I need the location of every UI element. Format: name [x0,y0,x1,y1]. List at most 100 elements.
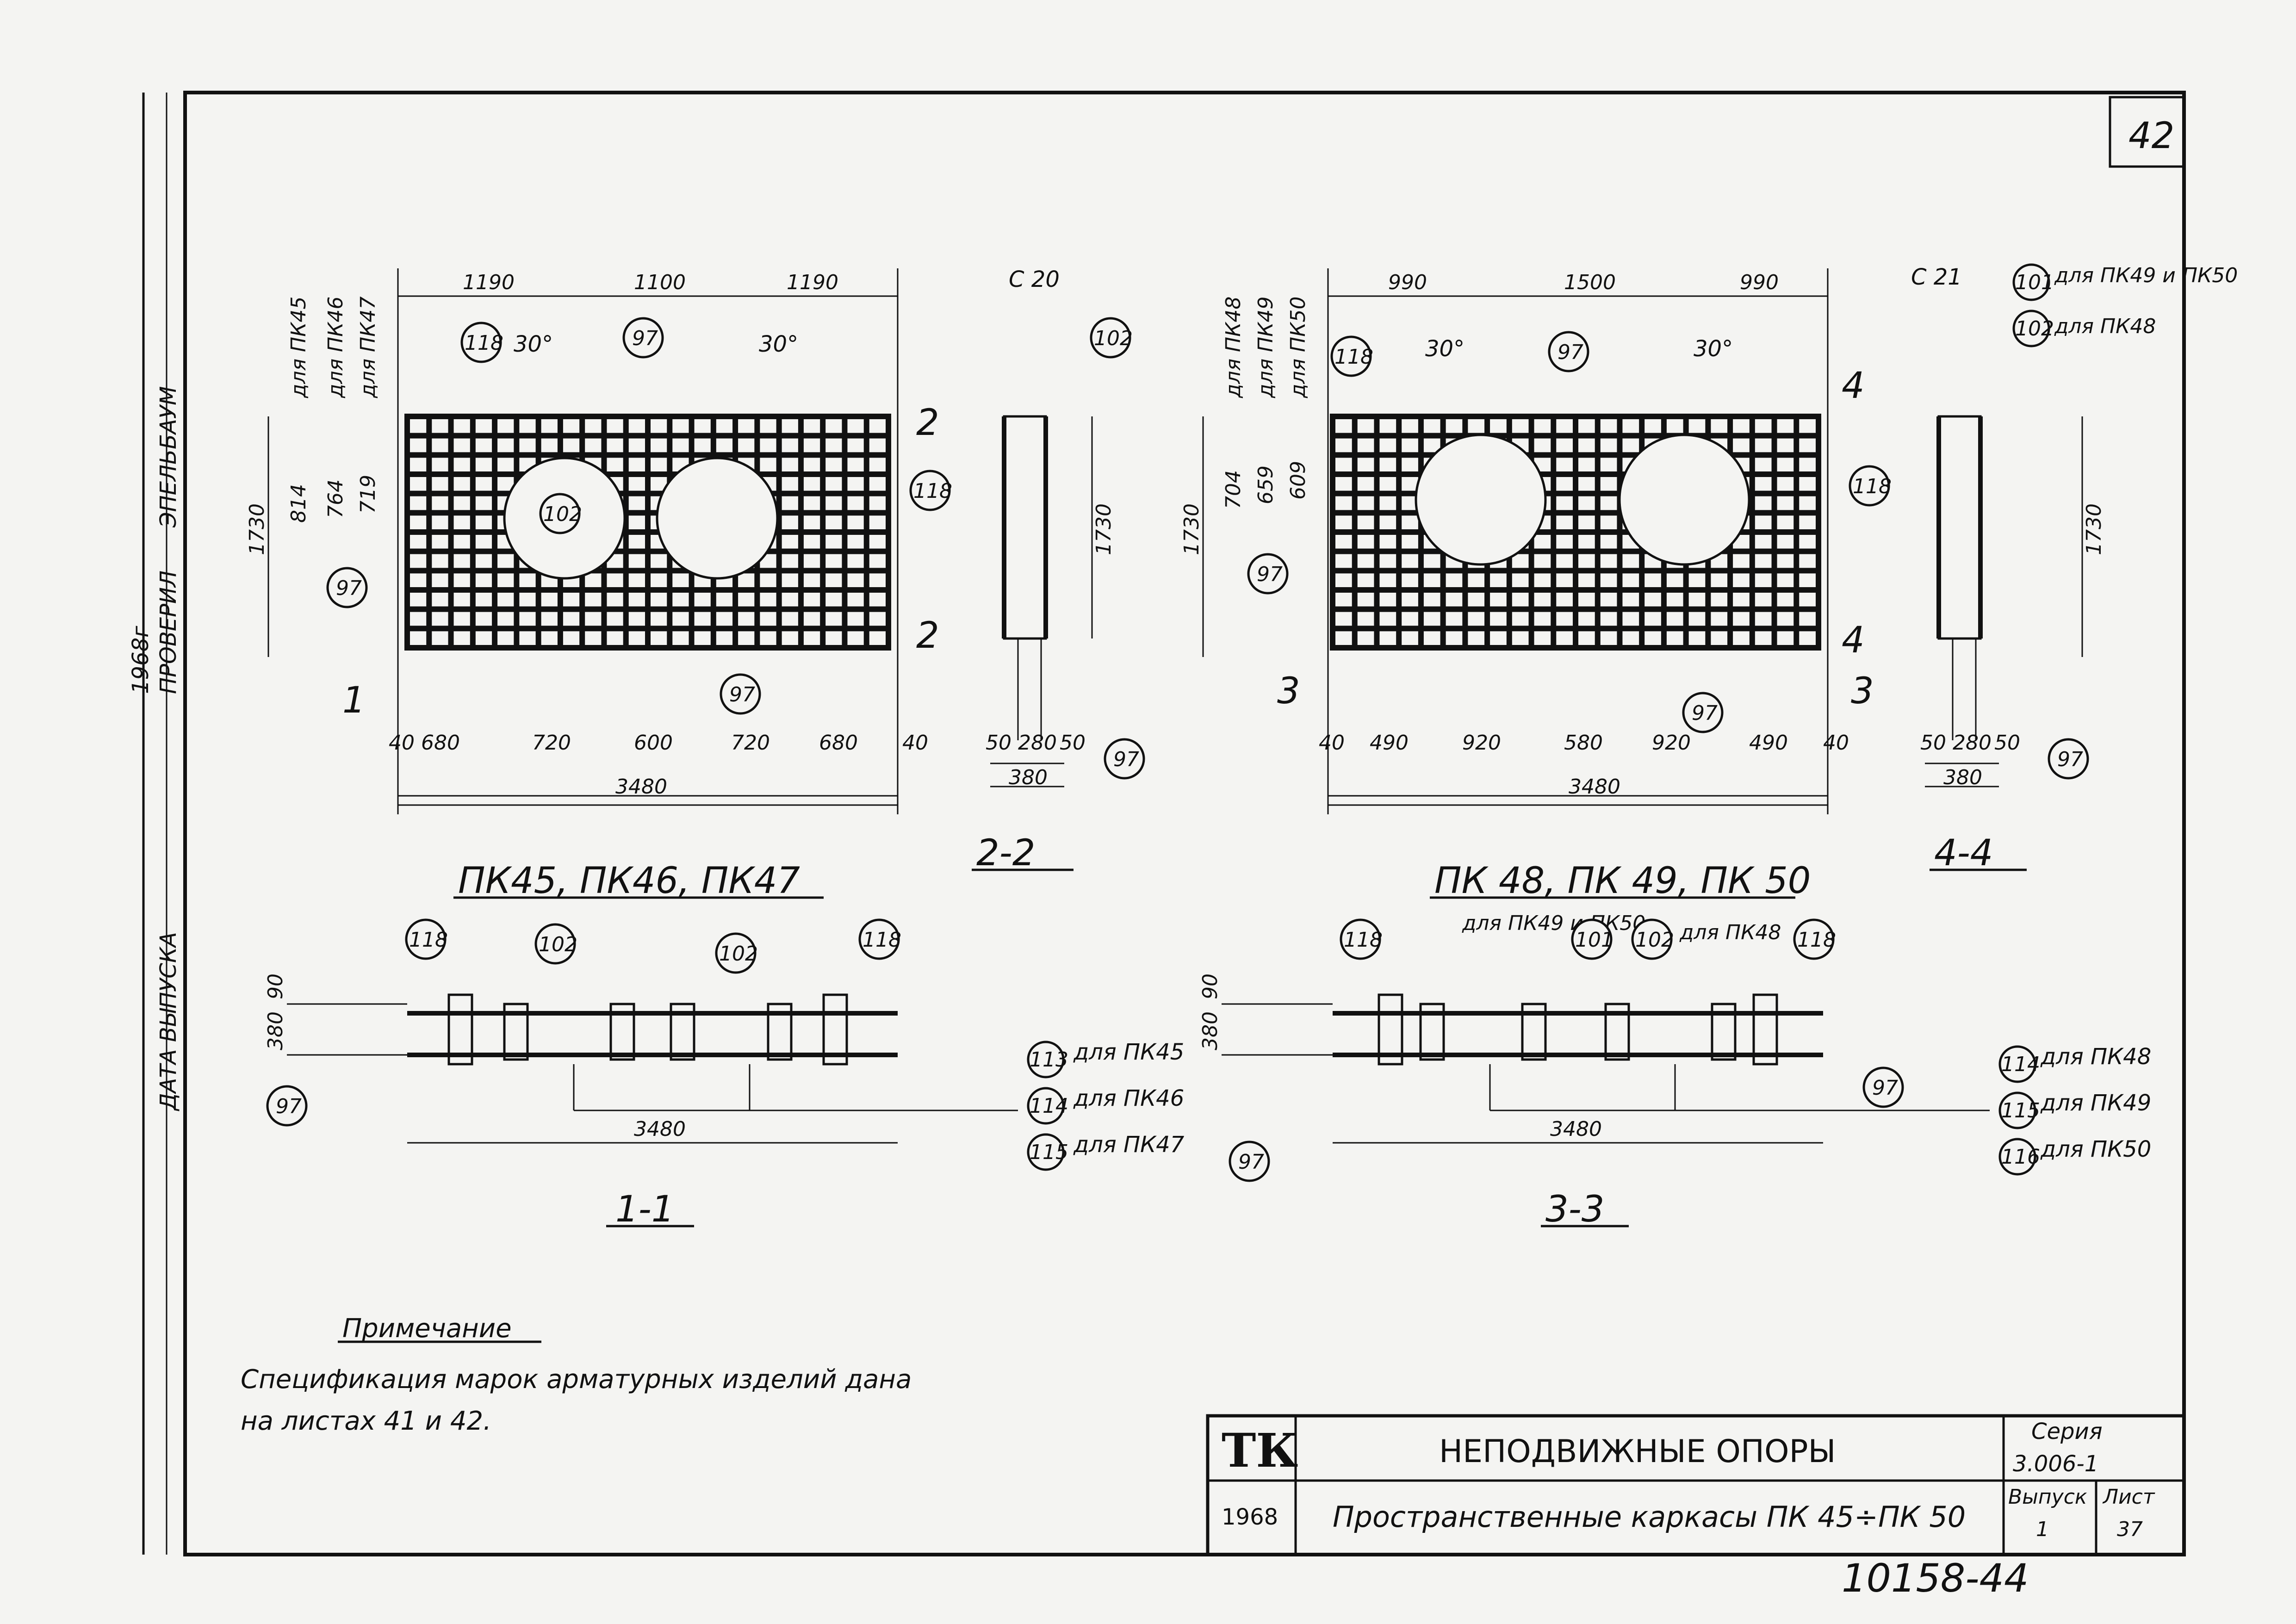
left-bottom-dim-1: 40 [389,731,415,755]
callout-mark: 102 [1094,327,1133,350]
left-bottom-dim-5: 720 [731,731,770,755]
callout-mark: 102 [539,933,577,956]
left-section-2-2 [990,415,1093,787]
title-subtitle: Пространственные каркасы ПК 45÷ПК 50 [1333,1500,1966,1534]
right-plan-dim-1: 380 [1198,1011,1222,1050]
issue-label: Выпуск [2008,1485,2087,1509]
right-side-dim-2: 659 [1254,465,1278,504]
left-section-title-a: 2-2 [976,832,1035,874]
callout-circle [1862,1066,1904,1108]
right-section-dim-1: 50 [1920,731,1946,755]
right-section-width: 380 [1943,766,1982,789]
callout-circle [539,493,581,534]
left-ref-mark-3: 115 [1030,1141,1068,1164]
callout-circle [1330,335,1372,377]
right-height: 1730 [1180,503,1204,555]
callout-circle [622,317,664,359]
right-section-dim-3: 50 [1994,731,2020,755]
right-plan-label-b: для ПК48 [1679,921,1781,944]
title-year: 1968 [1222,1504,1278,1530]
callout-mark: 101 [1575,928,1614,952]
right-group-title: ПК 48, ПК 49, ПК 50 [1434,860,1811,902]
left-plan-dim-2: 90 [264,973,287,999]
callout-circle [909,470,951,511]
right-bottom-dim-6: 490 [1749,731,1788,755]
left-bottom-dim-4: 600 [634,731,673,755]
callout-circle [266,1085,308,1127]
left-ref-mark-1: 113 [1030,1048,1068,1072]
left-ref-mark-2: 114 [1030,1094,1068,1118]
sheet-frame [142,91,2186,1556]
callout-circle [405,918,447,960]
left-top-dim-1: 1190 [463,271,515,294]
left-side-label-2: для ПК46 [324,297,348,398]
callout-mark: 97 [1692,701,1718,725]
right-plan-label-a: для ПК49 и ПК50 [1462,911,1645,935]
opening-left-2 [656,457,779,580]
left-bottom-dim-7: 40 [902,731,928,755]
callout-mark: 118 [1334,345,1373,369]
left-side-label-3: для ПК47 [356,297,380,398]
right-top-ref-label-1: для ПК49 и ПК50 [2054,264,2238,287]
callout-circle [1571,918,1613,960]
right-ref-label-2: для ПК49 [2040,1090,2151,1116]
right-section-title-a: 4-4 [1934,832,1993,874]
right-side-dim-3: 609 [1286,461,1310,500]
left-section-width: 380 [1009,766,1048,789]
callout-mark: 97 [1113,748,1139,771]
note-line-2: на листах 41 и 42. [241,1406,491,1436]
callout-circle [1247,553,1289,595]
right-plan-3-3 [1222,993,1990,1144]
right-top-ref-mark-2: 102 [2015,317,2054,341]
left-plan-1-1 [287,993,1018,1144]
right-ref-label-1: для ПК48 [2040,1044,2151,1070]
right-side-label-2: для ПК49 [1254,297,1278,398]
left-cut-mark-1: 1 [342,680,366,721]
callout-circle [1340,918,1381,960]
note-line-1: Спецификация марок арматурных изделий да… [241,1364,912,1395]
issue-value: 1 [2036,1518,2049,1541]
callout-mark: 118 [1344,928,1383,952]
left-bottom-dim-2: 680 [421,731,460,755]
right-bottom-dim-3: 920 [1462,731,1501,755]
right-cut-mark-4a: 4 [1842,365,1865,407]
callout-circle [534,923,576,965]
callout-mark: 118 [863,928,901,952]
left-cut-mark-2a: 2 [916,402,939,444]
right-ref-mark-2: 115 [2001,1099,2040,1122]
right-top-dim-3: 990 [1740,271,1779,294]
left-group-title: ПК45, ПК46, ПК47 [458,860,800,902]
right-section-4-4 [1925,415,2083,787]
right-angle-2: 30° [1694,336,1733,362]
callout-circle [1090,317,1131,359]
right-ref-mark-3: 116 [2001,1145,2040,1169]
checker-name: ЭПЕЛЬБАУМ [155,386,181,528]
left-section-dim-1: 50 [986,731,1011,755]
callout-circle [1229,1141,1270,1182]
left-plan-dim-1: 380 [264,1011,287,1050]
right-cut-mark-3a: 3 [1277,670,1300,712]
left-cage-label: С 20 [1009,267,1060,292]
left-top-dim-2: 1100 [634,271,686,294]
title-main: НЕПОДВИЖНЫЕ ОПОРЫ [1439,1433,1836,1470]
series-value: 3.006-1 [2013,1451,2098,1477]
callout-circle [1548,331,1589,372]
left-total-width: 3480 [615,775,667,799]
right-bottom-dim-5: 920 [1652,731,1691,755]
right-section-title-b: 3-3 [1545,1189,1604,1230]
callout-mark: 97 [2057,748,2083,771]
callout-circle [1849,465,1890,507]
callout-mark: 97 [1257,563,1283,586]
callout-circle [720,673,761,715]
right-total-width: 3480 [1569,775,1620,799]
callout-mark: 97 [276,1095,302,1118]
left-plan-width: 3480 [634,1117,686,1141]
right-bottom-dim-1: 40 [1319,731,1345,755]
right-elevation [1202,268,1829,814]
right-section-dim-2: 280 [1953,731,1992,755]
right-bottom-dim-4: 580 [1564,731,1603,755]
right-cage-label: С 21 [1911,264,1962,290]
left-ref-label-3: для ПК47 [1073,1132,1185,1158]
right-ref-mark-1: 114 [2001,1053,2040,1076]
